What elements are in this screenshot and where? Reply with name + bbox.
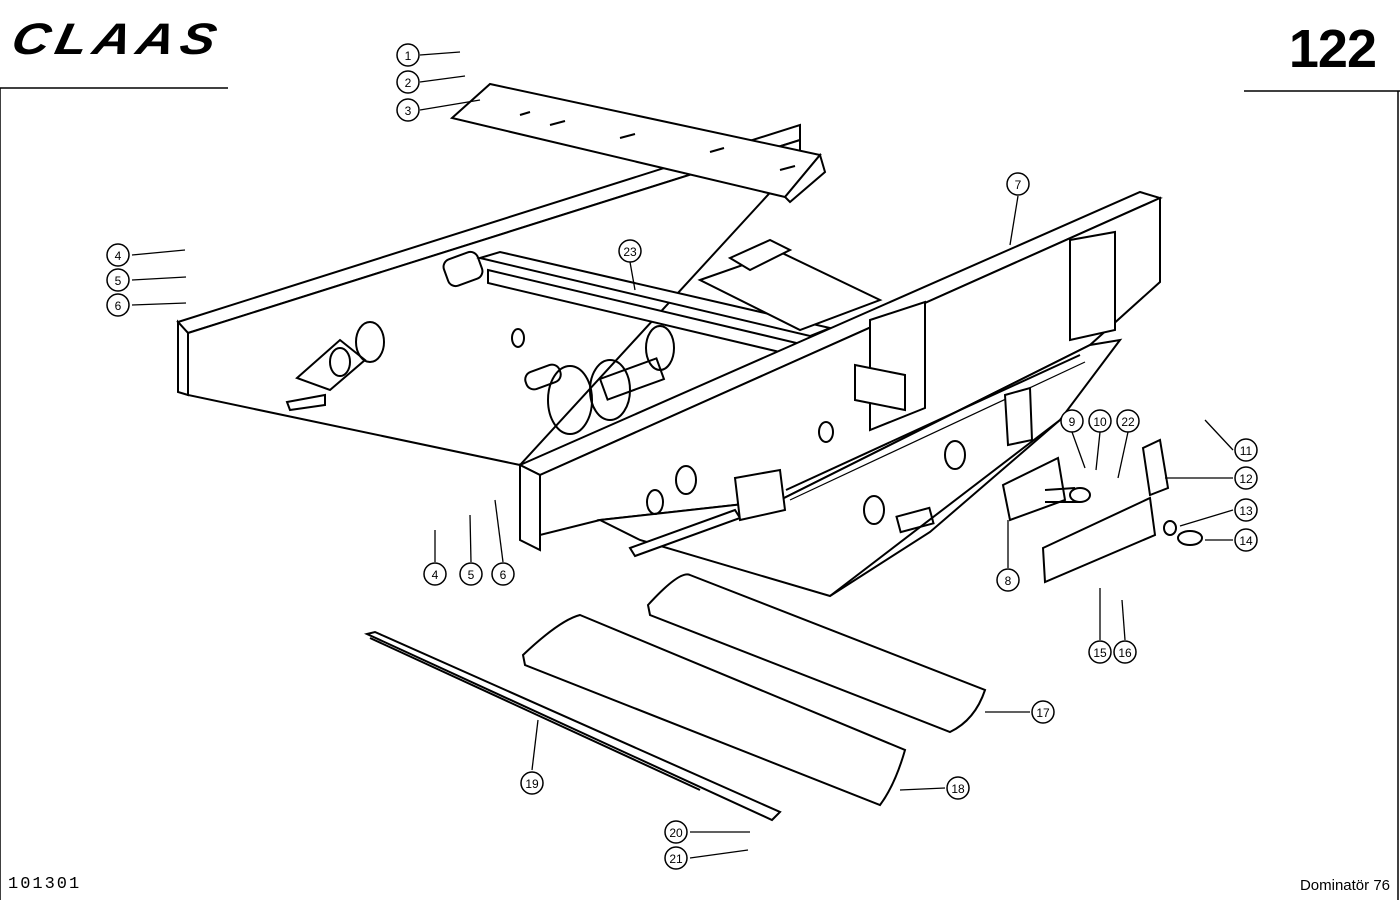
svg-text:22: 22 [1121, 415, 1135, 429]
callout-8: 8 [996, 568, 1020, 592]
svg-text:20: 20 [669, 826, 683, 840]
svg-text:23: 23 [623, 245, 637, 259]
svg-text:5: 5 [468, 568, 475, 582]
svg-text:15: 15 [1093, 646, 1107, 660]
svg-text:17: 17 [1036, 706, 1050, 720]
callout-10: 10 [1088, 409, 1112, 433]
svg-text:8: 8 [1005, 574, 1012, 588]
callout-1: 1 [396, 43, 420, 67]
callout-5-left: 5 [106, 268, 130, 292]
callout-14: 14 [1234, 528, 1258, 552]
main-frame [176, 123, 1163, 598]
callout-22: 22 [1116, 409, 1140, 433]
callout-5-bottom: 5 [459, 562, 483, 586]
svg-text:21: 21 [669, 852, 683, 866]
top-cover-plate [449, 82, 827, 204]
callout-4-bottom: 4 [423, 562, 447, 586]
svg-text:18: 18 [951, 782, 965, 796]
svg-text:11: 11 [1240, 444, 1253, 458]
callout-15: 15 [1088, 640, 1112, 664]
svg-text:19: 19 [525, 777, 539, 791]
svg-text:7: 7 [1015, 178, 1022, 192]
callout-21: 21 [664, 846, 688, 870]
svg-text:16: 16 [1118, 646, 1132, 660]
callout-6-left: 6 [106, 293, 130, 317]
svg-text:14: 14 [1239, 534, 1253, 548]
callout-4-left: 4 [106, 243, 130, 267]
svg-text:10: 10 [1093, 415, 1107, 429]
svg-text:5: 5 [115, 274, 122, 288]
axle-bracket-parts [1001, 438, 1203, 584]
svg-text:1: 1 [405, 49, 412, 63]
callout-9: 9 [1060, 409, 1084, 433]
svg-text:4: 4 [432, 568, 439, 582]
guard-troughs [363, 573, 987, 822]
callout-7: 7 [1006, 172, 1030, 196]
svg-text:12: 12 [1239, 472, 1253, 486]
svg-text:4: 4 [115, 249, 122, 263]
callout-19: 19 [520, 771, 544, 795]
callout-12: 12 [1234, 466, 1258, 490]
callout-18: 18 [946, 776, 970, 800]
callout-6-bottom: 6 [491, 562, 515, 586]
svg-text:3: 3 [405, 104, 412, 118]
callout-16: 16 [1113, 640, 1137, 664]
svg-text:6: 6 [115, 299, 122, 313]
callout-20: 20 [664, 820, 688, 844]
svg-text:9: 9 [1069, 415, 1076, 429]
callout-13: 13 [1234, 498, 1258, 522]
callout-2: 2 [396, 70, 420, 94]
callout-17: 17 [1031, 700, 1055, 724]
page-number: 122 [1288, 19, 1377, 79]
drawing-id: 101301 [8, 875, 82, 894]
callout-11: 11 [1234, 438, 1258, 462]
model-name: Dominatör 76 [1299, 877, 1390, 894]
svg-text:13: 13 [1239, 504, 1253, 518]
callout-leaders [131, 51, 1234, 859]
svg-text:6: 6 [500, 568, 507, 582]
callout-23: 23 [618, 239, 642, 263]
svg-text:2: 2 [405, 76, 412, 90]
callout-3: 3 [396, 98, 420, 122]
